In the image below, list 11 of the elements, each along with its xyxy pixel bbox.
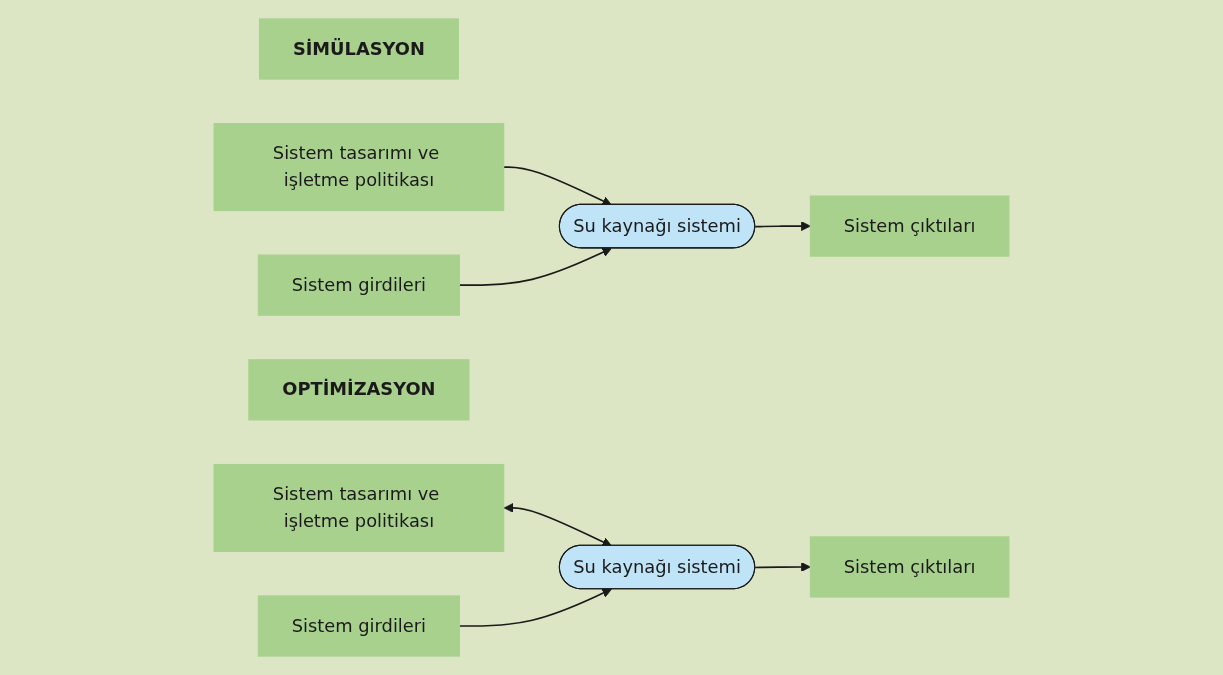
node-box: Sistem tasarımı ve işletme politikası [213,123,505,212]
node-box: Sistem çıktıları [809,536,1010,598]
node-box: Sistem tasarımı ve işletme politikası [213,463,505,552]
node-box: Sistem girdileri [257,254,461,316]
arrow [503,503,612,547]
node-box: Sistem girdileri [257,595,461,657]
arrow [754,221,811,231]
node-box: OPTİMİZASYON [248,359,470,421]
node-box: Sistem çıktıları [809,195,1010,257]
node-box: SİMÜLASYON [258,18,459,80]
arrow [754,562,811,572]
